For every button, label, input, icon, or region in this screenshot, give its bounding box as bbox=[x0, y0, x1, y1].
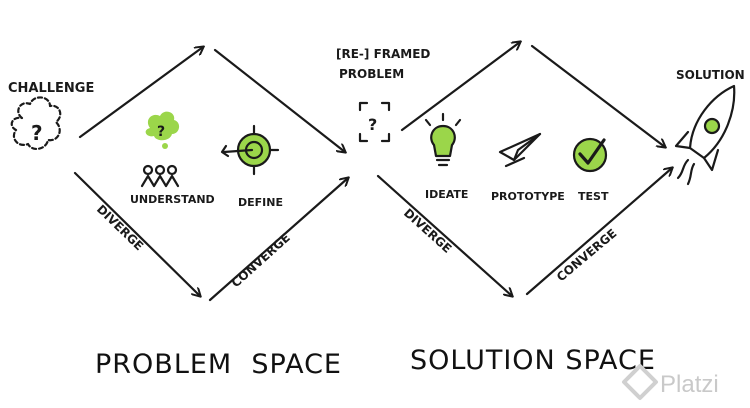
rocket-icon bbox=[674, 84, 736, 186]
paper-plane-icon bbox=[498, 132, 542, 168]
understand-label: UNDERSTAND bbox=[130, 193, 215, 206]
lightbulb-icon bbox=[424, 112, 462, 167]
reframed-label-line2: PROBLEM bbox=[339, 67, 404, 81]
checkmark-badge-icon bbox=[572, 137, 608, 173]
converge-label-left: CONVERGE bbox=[229, 230, 293, 290]
arrow-reframed-up bbox=[400, 42, 520, 132]
arrow-challenge-up bbox=[78, 47, 203, 139]
problem-space-caption: PROBLEM SPACE bbox=[95, 349, 342, 380]
arrow-to-solution-top bbox=[530, 44, 665, 147]
cloud-question-icon: ? bbox=[10, 96, 62, 150]
define-label: DEFINE bbox=[238, 196, 283, 209]
diverge-label-right: DIVERGE bbox=[401, 206, 454, 256]
arrow-to-reframed-bottom bbox=[208, 178, 348, 302]
diamond-arrows bbox=[73, 42, 672, 302]
ideate-label: IDEATE bbox=[425, 188, 468, 201]
arrow-to-reframed-top bbox=[213, 48, 345, 152]
arrow-reframed-down bbox=[376, 174, 512, 296]
solution-label: SOLUTION bbox=[676, 68, 745, 82]
target-icon bbox=[220, 124, 280, 176]
svg-text:?: ? bbox=[368, 115, 377, 134]
converge-label-right: CONVERGE bbox=[554, 226, 620, 284]
platzi-logo-icon bbox=[622, 364, 658, 400]
frame-question-icon: ? bbox=[358, 101, 391, 143]
people-icon: ? bbox=[140, 111, 180, 188]
watermark-text: Platzi bbox=[660, 371, 719, 398]
solution-space-caption: SOLUTION SPACE bbox=[410, 345, 656, 376]
reframed-label-line1: [RE-] FRAMED bbox=[336, 47, 430, 61]
diverge-label-left: DIVERGE bbox=[94, 202, 146, 253]
svg-text:?: ? bbox=[157, 124, 165, 140]
arrow-to-solution-bottom bbox=[525, 168, 672, 296]
svg-text:?: ? bbox=[31, 121, 43, 145]
arrow-challenge-down bbox=[73, 171, 200, 296]
test-label: TEST bbox=[578, 190, 609, 203]
prototype-label: PROTOTYPE bbox=[491, 190, 565, 203]
challenge-label: CHALLENGE bbox=[8, 81, 94, 96]
